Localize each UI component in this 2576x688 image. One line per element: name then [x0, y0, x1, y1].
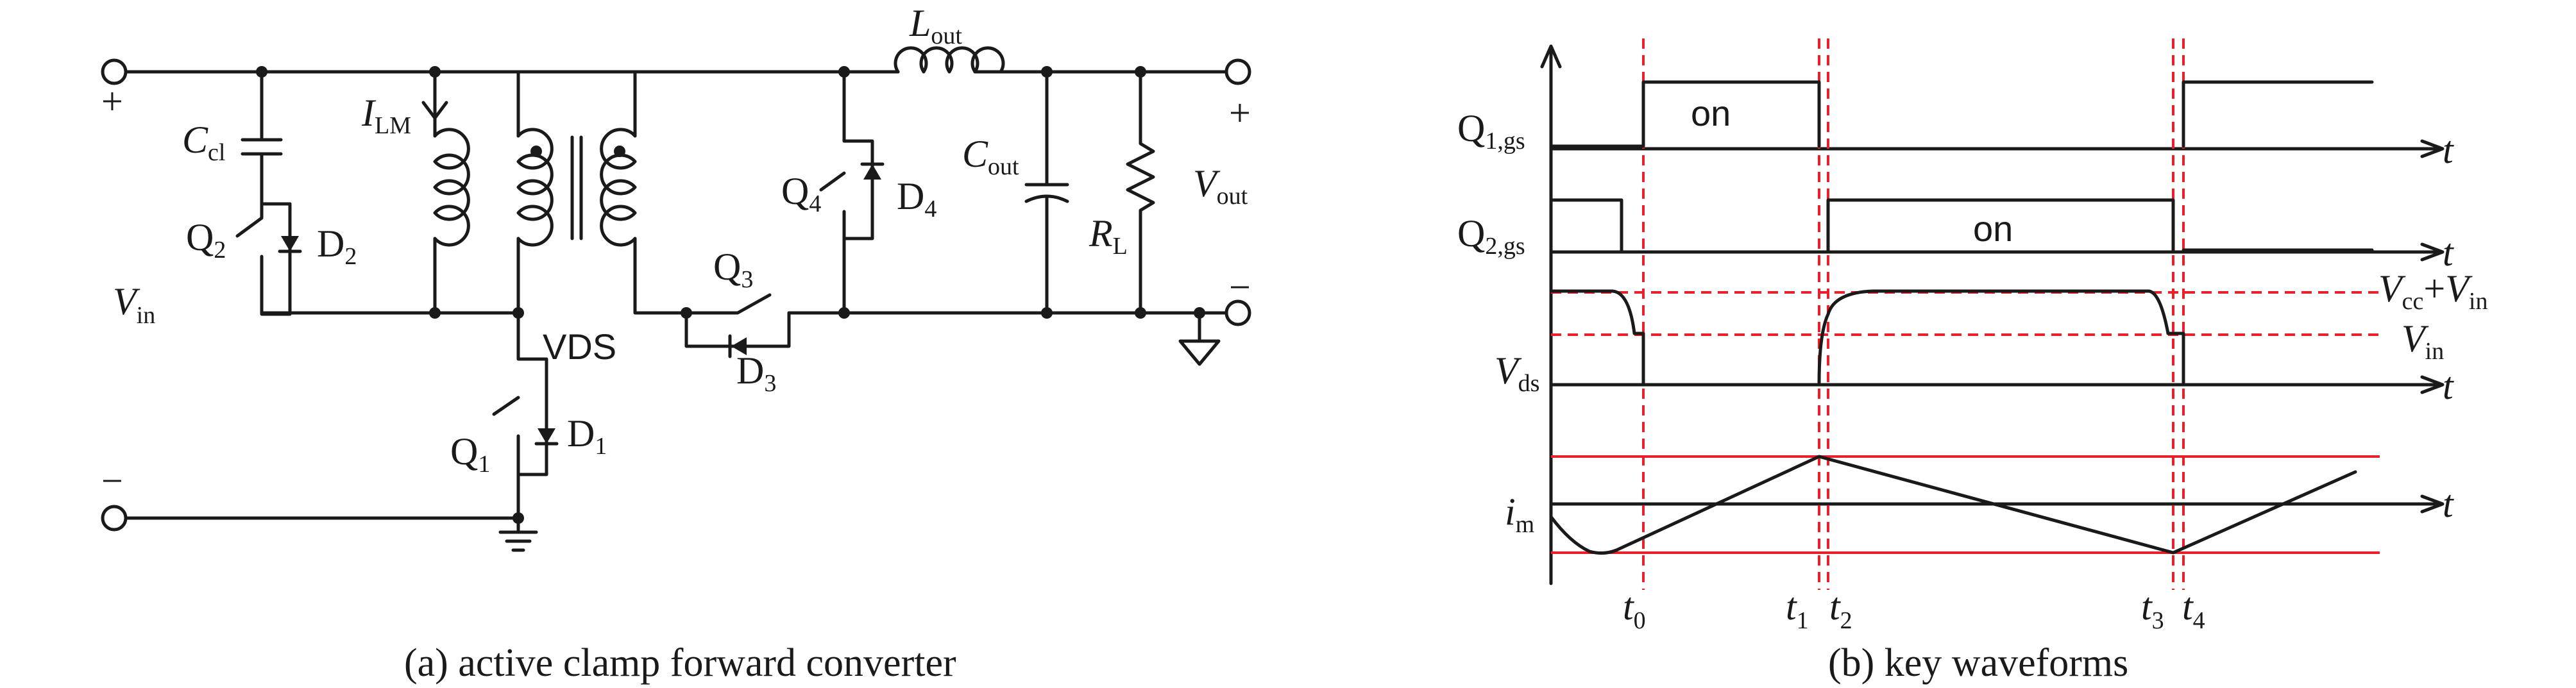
rl-label: RL [1089, 212, 1128, 260]
d1-diode-icon [538, 428, 555, 444]
vout-label: Vout [1193, 162, 1248, 210]
vds-waveform [1549, 289, 2185, 387]
q1-gs-waveform [1549, 80, 2374, 148]
im-waveform [1549, 455, 2357, 555]
t0-label: t0 [1623, 585, 1646, 634]
q2-label: Q2 [186, 216, 226, 264]
caption-a: (a) active clamp forward converter [404, 641, 956, 685]
q2gs-label: Q2,gs [1457, 212, 1525, 260]
junction-dots [256, 66, 1205, 524]
terminals [101, 58, 1251, 532]
q4-label: Q4 [781, 170, 821, 217]
vin-plus-label: + [101, 80, 123, 122]
t-axis-label-3: t [2443, 365, 2454, 407]
t-axis-label-2: t [2443, 231, 2454, 274]
cout-label: Cout [962, 133, 1019, 180]
t-axis-label-4: t [2443, 483, 2454, 525]
ilm-label: ILM [361, 92, 411, 139]
d3-diode-icon [731, 337, 747, 355]
q1-label: Q1 [450, 430, 490, 478]
vout-plus-label: + [1229, 92, 1251, 134]
d4-diode-icon [863, 164, 881, 180]
vcc-vin-label: Vcc+Vin [2378, 267, 2487, 315]
q2-gs-waveform [1549, 198, 2374, 252]
vin-minus-label: − [101, 460, 123, 502]
q1gs-label: Q1,gs [1457, 107, 1525, 155]
d1-label: D1 [567, 412, 607, 460]
ccl-label: Ccl [182, 119, 225, 166]
q3-label: Q3 [713, 246, 753, 293]
lout-label: Lout [909, 2, 962, 49]
diode-symbols [278, 162, 885, 446]
t1-label: t1 [1786, 585, 1809, 634]
circuit-diagram [125, 46, 1233, 552]
vin-ref-label: Vin [2402, 317, 2444, 365]
caption-b: (b) key waveforms [1828, 641, 2128, 685]
vout-minus-label: − [1229, 266, 1251, 308]
vds-node-label: VDS [543, 326, 616, 367]
t2-label: t2 [1829, 585, 1852, 634]
q1-on-label: on [1691, 93, 1731, 133]
vds-label: Vds [1495, 349, 1539, 397]
d2-label: D2 [317, 222, 357, 270]
d3-label: D3 [736, 349, 776, 397]
q2-on-label: on [1973, 208, 2013, 249]
current-arrow-icon [421, 101, 448, 120]
d2-diode-icon [281, 236, 299, 251]
im-label: im [1505, 491, 1534, 538]
reference-lines [1551, 291, 2380, 554]
d4-label: D4 [897, 175, 936, 222]
t4-label: t4 [2182, 585, 2205, 634]
vin-label: Vin [113, 280, 155, 329]
waveform-axes [1540, 44, 2445, 585]
t-axis-label-1: t [2443, 129, 2454, 171]
t3-label: t3 [2141, 585, 2164, 634]
